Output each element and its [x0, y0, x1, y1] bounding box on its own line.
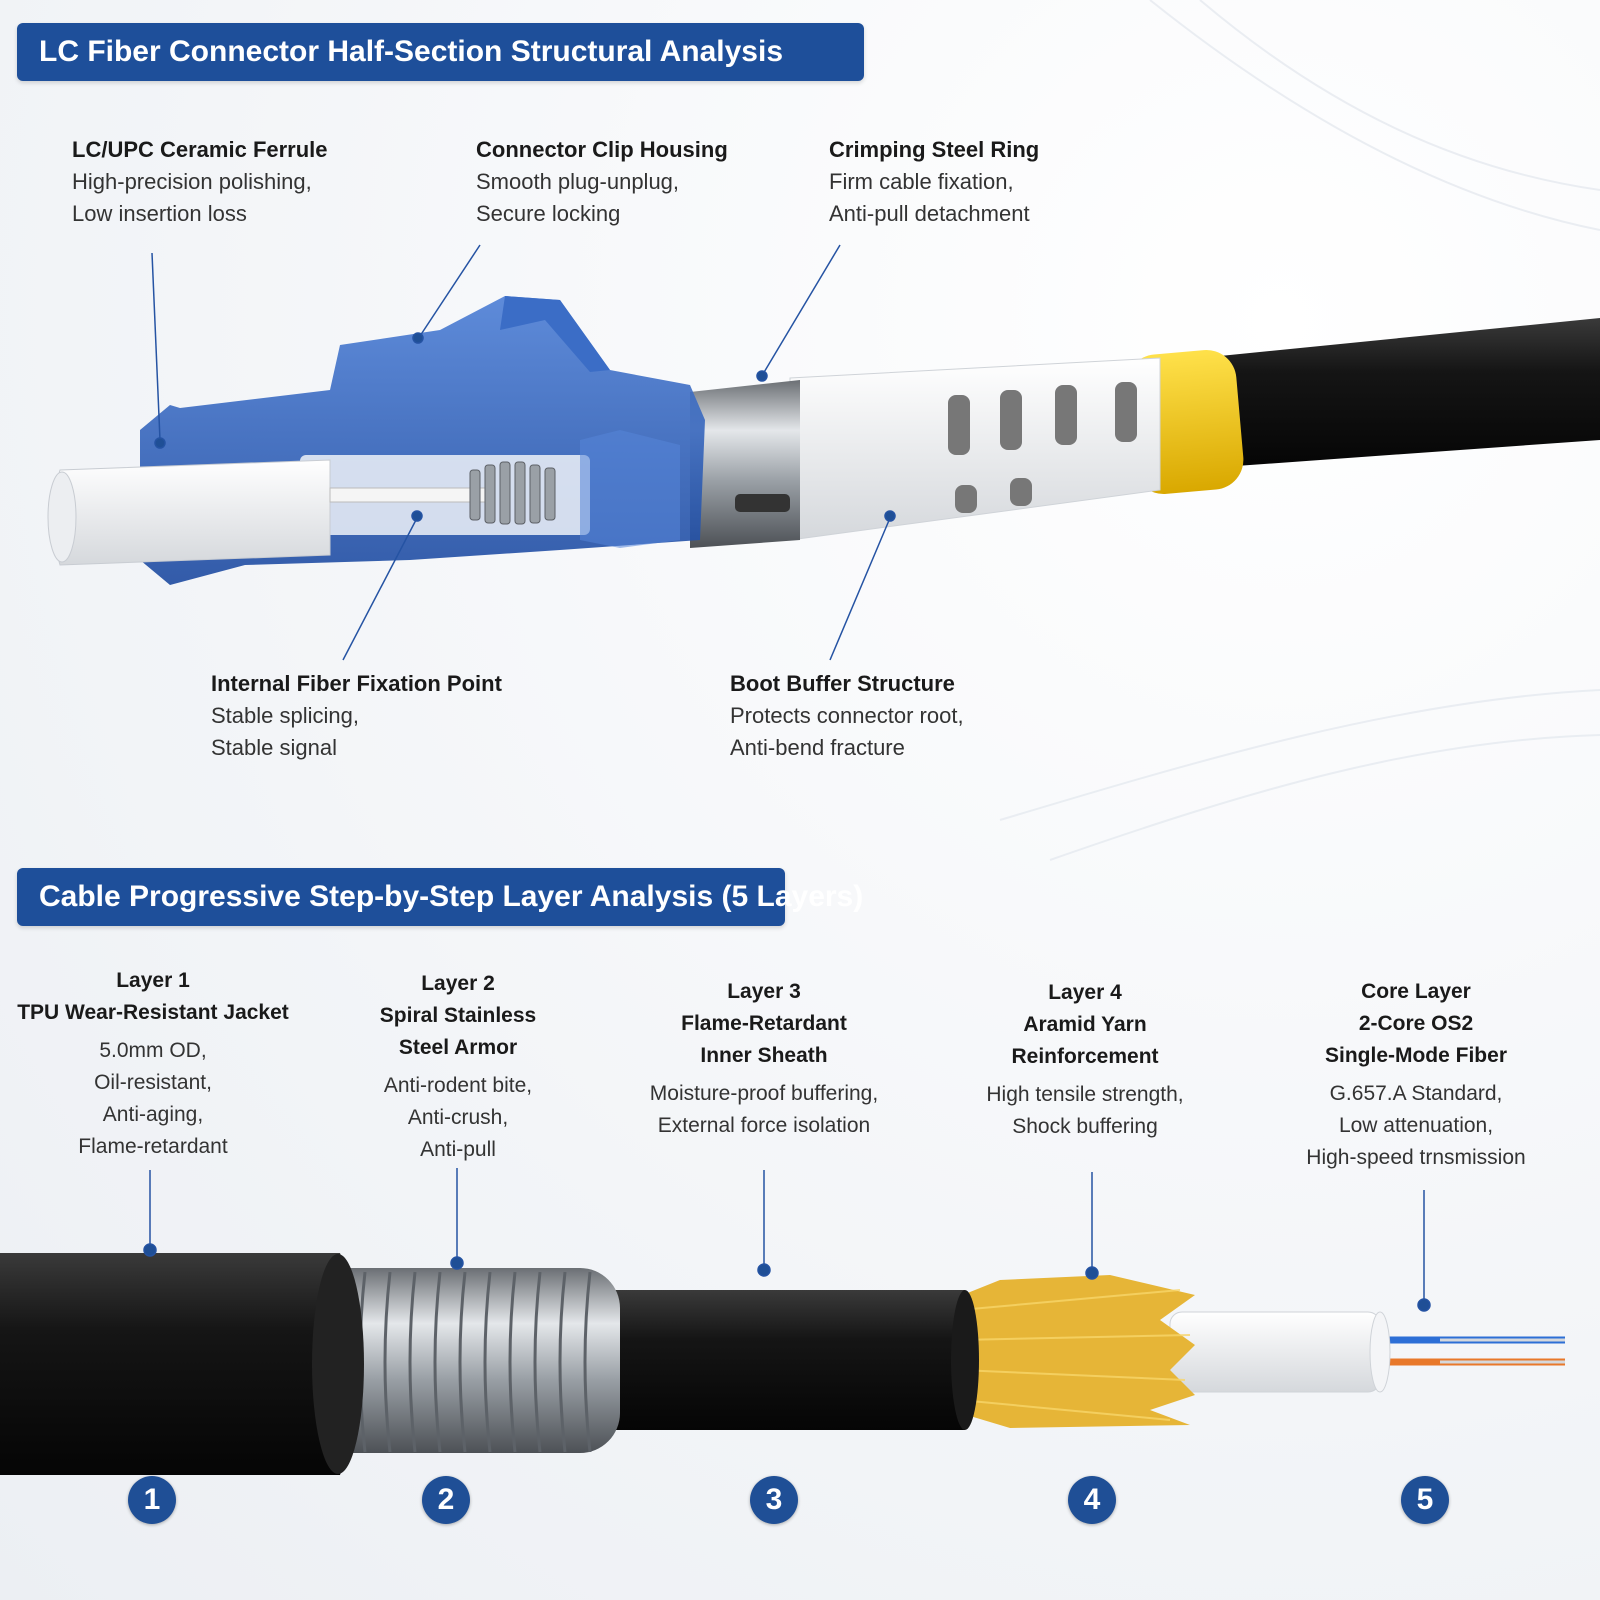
callout-desc: Anti-bend fracture: [730, 735, 905, 760]
layer-5-label: Core Layer 2-Core OS2 Single-Mode Fiber …: [1266, 976, 1566, 1174]
callout-desc: Protects connector root,: [730, 703, 964, 728]
layer-desc: Anti-rodent bite,: [383, 1074, 533, 1097]
layer-number-badge: 2: [422, 1476, 470, 1524]
layer-title: Layer 3: [727, 980, 801, 1003]
callout-desc: Anti-pull detachment: [829, 201, 1030, 226]
layer-title: Aramid Yarn: [1023, 1013, 1147, 1036]
layer-desc: 5.0mm OD,: [99, 1039, 207, 1062]
layer-number-badge: 4: [1068, 1476, 1116, 1524]
outer-jacket: [0, 1253, 358, 1475]
callout-desc: Stable signal: [211, 735, 337, 760]
armor-spirals: [333, 1271, 592, 1453]
cable-leaders: [143, 1168, 1431, 1312]
layer-number-badge: 5: [1401, 1476, 1449, 1524]
layer-title: Core Layer: [1361, 980, 1471, 1003]
layer-title: Layer 2: [421, 972, 495, 995]
inner-sheath: [600, 1290, 965, 1430]
connector-leaders: [151, 244, 896, 661]
layer-number-badge: 3: [750, 1476, 798, 1524]
spring-coils: [469, 461, 556, 525]
layer-4-label: Layer 4 Aramid Yarn Reinforcement High t…: [935, 977, 1235, 1143]
white-inner-tube: [1169, 1311, 1381, 1393]
layer-title: 2-Core OS2: [1358, 1012, 1474, 1035]
layer-desc: Low attenuation,: [1338, 1114, 1494, 1137]
section1-title: LC Fiber Connector Half-Section Structur…: [17, 23, 864, 81]
layer-desc: High-speed trnsmission: [1306, 1146, 1526, 1169]
callout-ferrule: LC/UPC Ceramic Ferrule High-precision po…: [72, 134, 328, 230]
callout-desc: Smooth plug-unplug,: [476, 169, 680, 194]
crimp-steel-ring: [690, 380, 800, 548]
callout-title: Crimping Steel Ring: [829, 137, 1040, 162]
layer-2-label: Layer 2 Spiral Stainless Steel Armor Ant…: [308, 968, 608, 1166]
callout-crimp-ring: Crimping Steel Ring Firm cable fixation,…: [829, 134, 1039, 230]
layer-title: Steel Armor: [398, 1036, 518, 1059]
callout-boot: Boot Buffer Structure Protects connector…: [730, 668, 964, 764]
callout-fixation-point: Internal Fiber Fixation Point Stable spl…: [211, 668, 502, 764]
boot-slots: [948, 382, 1137, 513]
layer-3-label: Layer 3 Flame-Retardant Inner Sheath Moi…: [614, 976, 914, 1142]
layer-title: Reinforcement: [1011, 1045, 1159, 1068]
layer-desc: Shock buffering: [1012, 1115, 1158, 1138]
layer-title: Layer 4: [1048, 981, 1122, 1004]
layer-desc: High tensile strength,: [986, 1083, 1184, 1106]
layer-1-label: Layer 1 TPU Wear-Resistant Jacket 5.0mm …: [3, 965, 303, 1163]
layer-title: TPU Wear-Resistant Jacket: [17, 1001, 289, 1024]
callout-clip-housing: Connector Clip Housing Smooth plug-unplu…: [476, 134, 728, 230]
boot-buffer: [789, 357, 1161, 541]
callout-desc: Stable splicing,: [211, 703, 359, 728]
lc-connector-illustration: [47, 296, 1600, 585]
cable-layers-illustration: [0, 1253, 1565, 1475]
callout-desc: Firm cable fixation,: [829, 169, 1014, 194]
background-swoosh: [999, 0, 1600, 861]
callout-title: Internal Fiber Fixation Point: [211, 671, 502, 696]
layer-title: Layer 1: [116, 969, 190, 992]
layer-desc: Moisture-proof buffering,: [649, 1082, 879, 1105]
ceramic-ferrule: [52, 459, 331, 566]
layer-title: Flame-Retardant: [681, 1012, 847, 1035]
callout-desc: High-precision polishing,: [72, 169, 312, 194]
layer-desc: Oil-resistant,: [94, 1071, 212, 1094]
callout-desc: Secure locking: [476, 201, 621, 226]
layer-number-badge: 1: [128, 1476, 176, 1524]
layer-title: Single-Mode Fiber: [1324, 1044, 1507, 1067]
connector-black-cable: [1180, 318, 1600, 470]
layer-title: Inner Sheath: [700, 1044, 828, 1067]
section2-title: Cable Progressive Step-by-Step Layer Ana…: [17, 868, 863, 926]
aramid-yarn: [950, 1275, 1195, 1428]
layer-desc: Anti-crush,: [407, 1106, 509, 1129]
layer-desc: External force isolation: [657, 1114, 871, 1137]
layer-desc: Flame-retardant: [78, 1135, 228, 1158]
callout-title: Connector Clip Housing: [476, 137, 728, 162]
callout-title: Boot Buffer Structure: [730, 671, 955, 696]
layer-title: Spiral Stainless: [379, 1004, 537, 1027]
callout-title: LC/UPC Ceramic Ferrule: [72, 137, 328, 162]
layer-desc: Anti-aging,: [102, 1103, 204, 1126]
layer-desc: Anti-pull: [420, 1138, 496, 1161]
layer-desc: G.657.A Standard,: [1329, 1082, 1503, 1105]
callout-desc: Low insertion loss: [72, 201, 247, 226]
